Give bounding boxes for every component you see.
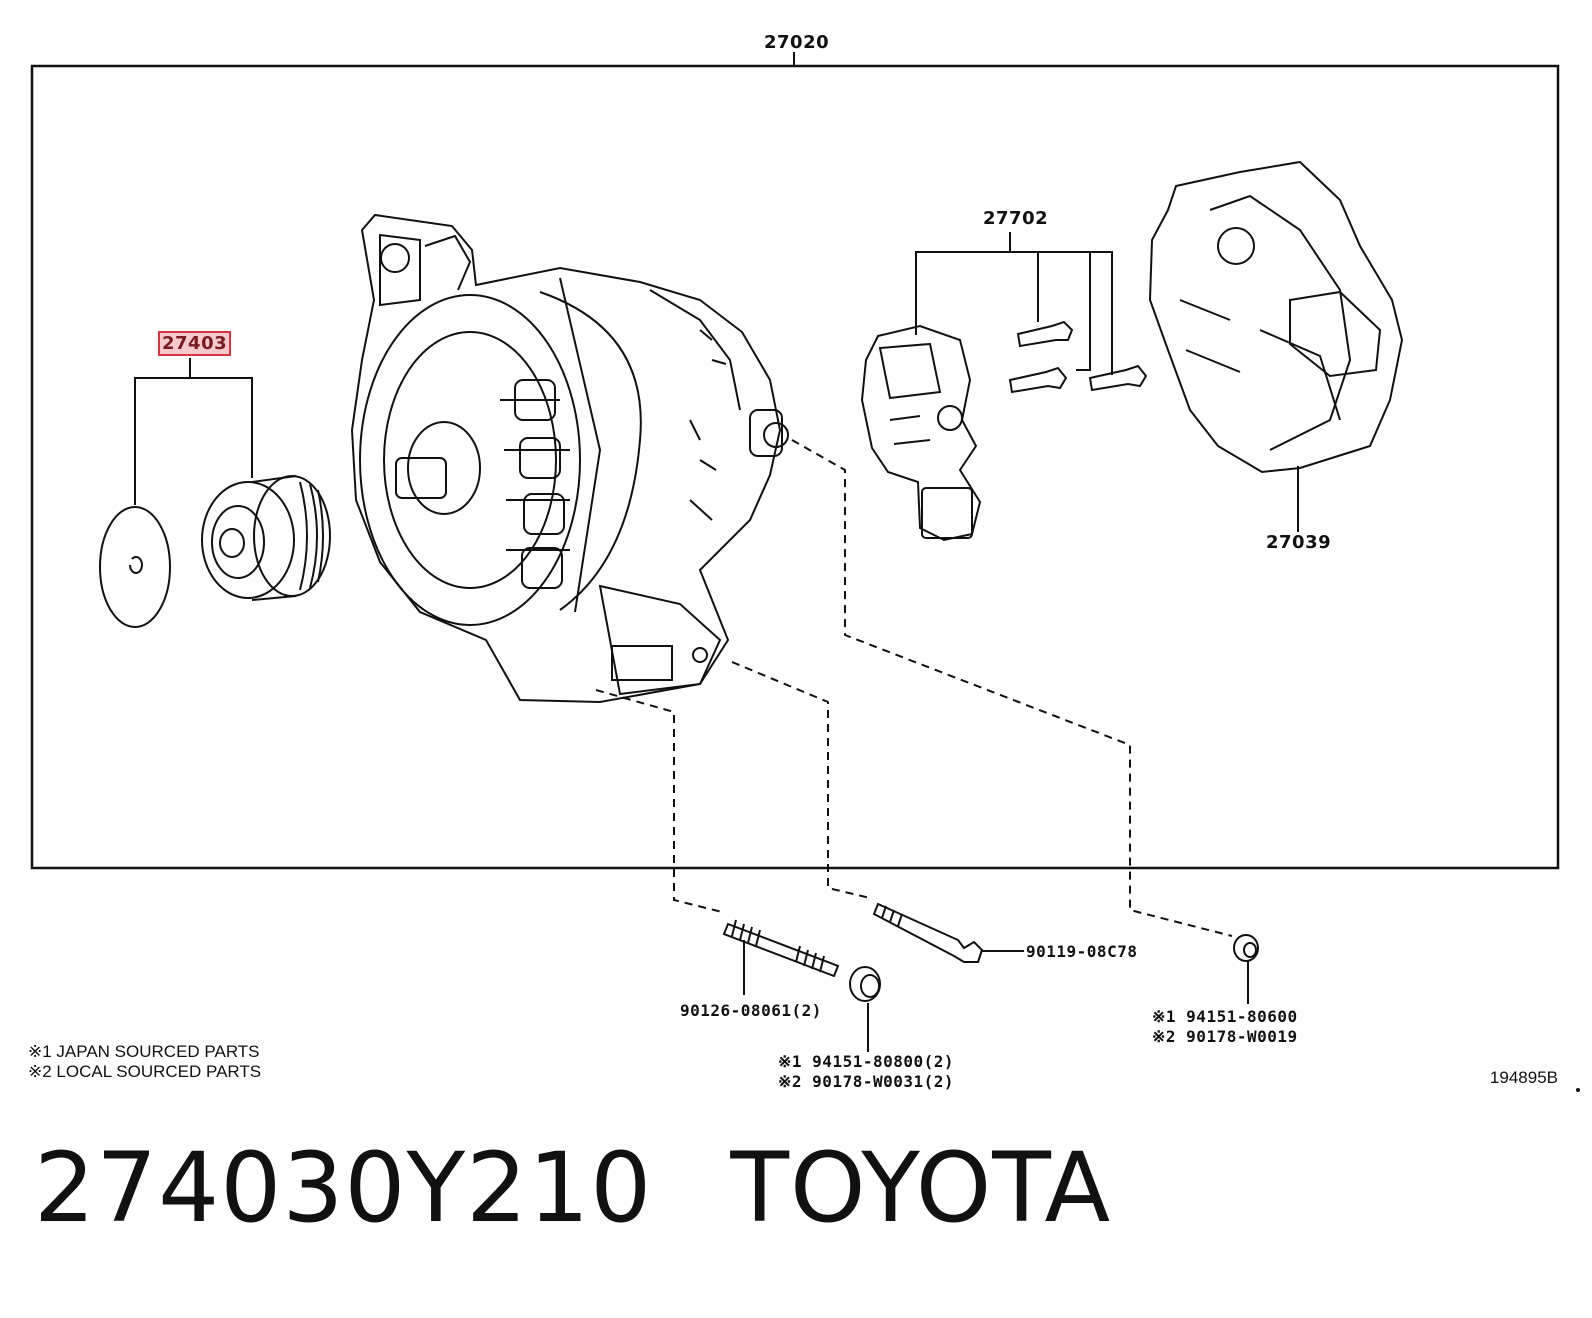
legend-local: ※2 LOCAL SOURCED PARTS xyxy=(28,1062,262,1081)
footer-brand: TOYOTA xyxy=(730,1132,1112,1244)
nut-a-label-line1: ※1 94151-80800(2) xyxy=(778,1052,955,1071)
nut-b-label-line2: ※2 90178-W0019 xyxy=(1152,1027,1298,1046)
alternator-body xyxy=(350,213,789,704)
nut-a-label-line2: ※2 90178-W0031(2) xyxy=(778,1072,955,1091)
washer-disc xyxy=(99,506,171,628)
regulator-part xyxy=(860,324,982,542)
assembly-label: 27020 xyxy=(764,32,830,53)
pulley-label[interactable]: 27403 xyxy=(158,331,232,356)
regulator-label: 27702 xyxy=(983,208,1049,229)
rear-cover-part xyxy=(1148,160,1404,532)
regulator-screws xyxy=(1008,320,1148,394)
stud-bolt-part xyxy=(722,919,840,995)
regulator-leader xyxy=(915,232,1113,375)
nut-b-label-line1: ※1 94151-80600 xyxy=(1152,1007,1298,1026)
pulley-part xyxy=(201,475,331,601)
pulley-part-number[interactable]: 27403 xyxy=(158,331,232,356)
nut-b-part xyxy=(1233,934,1259,1004)
footer-part-number: 274030Y210 xyxy=(34,1132,653,1244)
nut-a-part xyxy=(849,966,881,1052)
bolt-part xyxy=(872,902,1024,963)
bolt-label: 90119-08C78 xyxy=(1026,942,1138,961)
stud-bolt-label: 90126-08061(2) xyxy=(680,1001,822,1020)
pulley-leader xyxy=(134,358,253,505)
dashed-leaders xyxy=(595,439,1233,937)
assembly-frame xyxy=(30,64,1560,870)
diagram-code: 194895B xyxy=(1489,1068,1558,1087)
rear-cover-label: 27039 xyxy=(1266,532,1332,553)
legend-japan: ※1 JAPAN SOURCED PARTS xyxy=(28,1042,260,1061)
